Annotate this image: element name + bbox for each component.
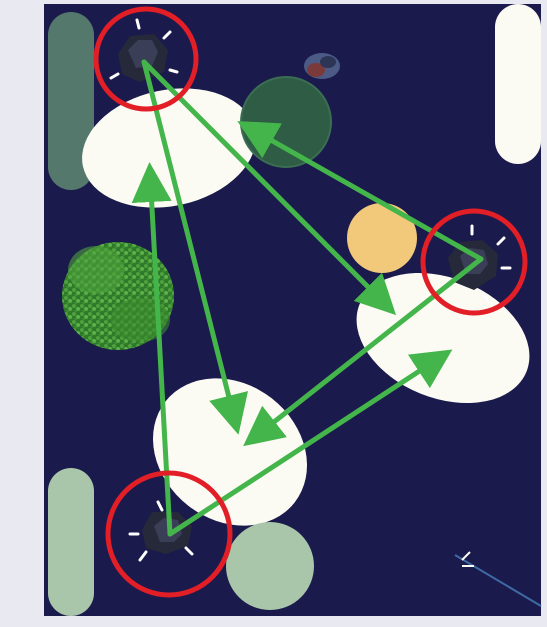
sage-pillar-bottom-left [48, 468, 94, 616]
player-mech[interactable] [304, 53, 340, 79]
white-pillar-top-right [495, 4, 541, 164]
orange-orb [347, 203, 417, 273]
sage-orb-bottom [226, 522, 314, 610]
dark-green-zone [241, 77, 331, 167]
